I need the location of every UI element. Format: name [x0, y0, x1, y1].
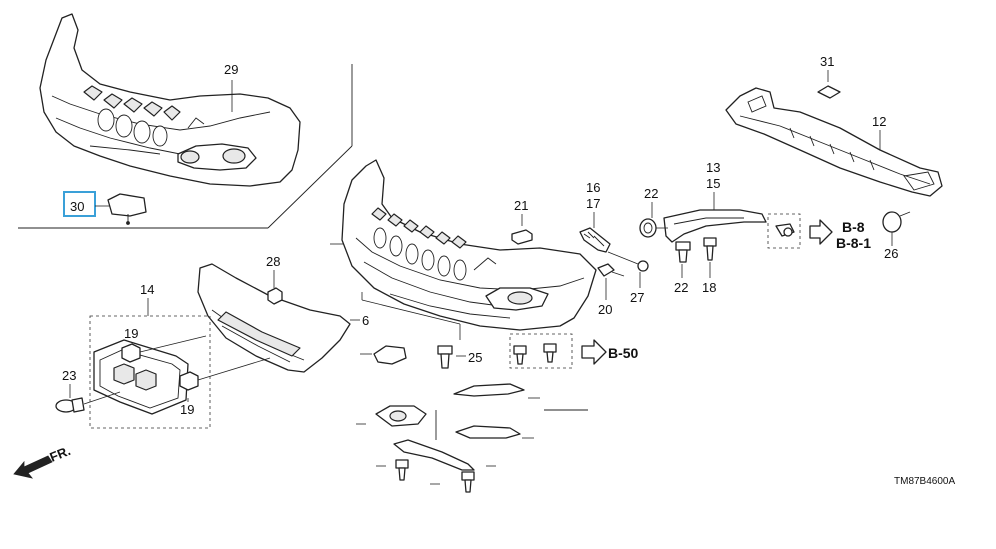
part-26-cap[interactable] [882, 211, 911, 233]
callout-19-top: 19 [124, 326, 138, 341]
callout-23: 23 [62, 368, 76, 383]
small-cap[interactable] [373, 345, 407, 365]
callout-17: 17 [586, 196, 600, 211]
callout-19-bottom: 19 [180, 402, 194, 417]
part-22-top-clip[interactable] [639, 218, 668, 238]
callout-25: 25 [468, 350, 482, 365]
lower-grille[interactable] [197, 263, 351, 373]
part-18-bolt[interactable] [703, 237, 717, 261]
license-plate-base[interactable] [93, 339, 189, 415]
license-plate-bracket-frame [89, 315, 211, 429]
part-16-17-clip[interactable] [579, 227, 611, 253]
part-28-nut[interactable] [267, 287, 283, 305]
garnish-upper[interactable] [453, 383, 525, 397]
bumper-side-bracket[interactable] [663, 209, 767, 243]
callout-22-bottom: 22 [674, 280, 688, 295]
garnish-lower[interactable] [393, 439, 475, 471]
part-20-screw[interactable] [597, 263, 625, 277]
part-21-screw[interactable] [511, 229, 533, 245]
b50-ref-arrow[interactable] [581, 339, 607, 365]
b8-ref-arrow[interactable] [809, 219, 833, 245]
lower-clip-left[interactable] [395, 459, 409, 481]
callout-16: 16 [586, 180, 600, 195]
b50-clip-b[interactable] [543, 343, 557, 363]
highlight-box-30[interactable] [63, 191, 96, 217]
b50-clip-a[interactable] [513, 345, 527, 365]
part-25-clip[interactable] [437, 345, 453, 369]
callout-18: 18 [702, 280, 716, 295]
callout-31: 31 [820, 54, 834, 69]
callout-21: 21 [514, 198, 528, 213]
callout-13: 13 [706, 160, 720, 175]
garnish-middle[interactable] [455, 425, 521, 439]
inset-frame [18, 64, 353, 229]
part-27-screw[interactable] [637, 260, 649, 272]
callout-20: 20 [598, 302, 612, 317]
callout-29: 29 [224, 62, 238, 77]
ref-b8: B-8 [842, 219, 865, 235]
callout-12: 12 [872, 114, 886, 129]
fog-lamp-bezel[interactable] [375, 405, 427, 427]
part-19-clip-bottom[interactable] [179, 357, 271, 391]
front-direction-arrow [13, 455, 53, 479]
callout-26: 26 [884, 246, 898, 261]
callout-28: 28 [266, 254, 280, 269]
callout-27: 27 [630, 290, 644, 305]
ref-b8-1: B-8-1 [836, 235, 871, 251]
b50-clip-group [509, 333, 573, 369]
b8-clip[interactable] [775, 223, 795, 237]
callout-22-top: 22 [644, 186, 658, 201]
b8-clip-group [767, 213, 801, 249]
callout-30: 30 [70, 199, 84, 214]
part-31-pad[interactable] [817, 85, 841, 99]
inset-bumper-cover[interactable] [39, 13, 301, 187]
callout-15: 15 [706, 176, 720, 191]
front-direction-label: FR. [48, 443, 73, 465]
lower-clip-right[interactable] [461, 471, 475, 493]
ref-b50: B-50 [608, 345, 639, 361]
bumper-cover[interactable] [341, 159, 597, 331]
part-23-screw[interactable] [55, 391, 121, 413]
bumper-beam[interactable] [725, 87, 943, 197]
part-22-bottom-clip[interactable] [675, 241, 691, 263]
diagram-code: TM87B4600A [894, 476, 955, 487]
callout-6: 6 [362, 313, 369, 328]
part-30-cap[interactable] [107, 193, 147, 225]
callout-14: 14 [140, 282, 154, 297]
part-19-clip-top[interactable] [121, 335, 207, 363]
